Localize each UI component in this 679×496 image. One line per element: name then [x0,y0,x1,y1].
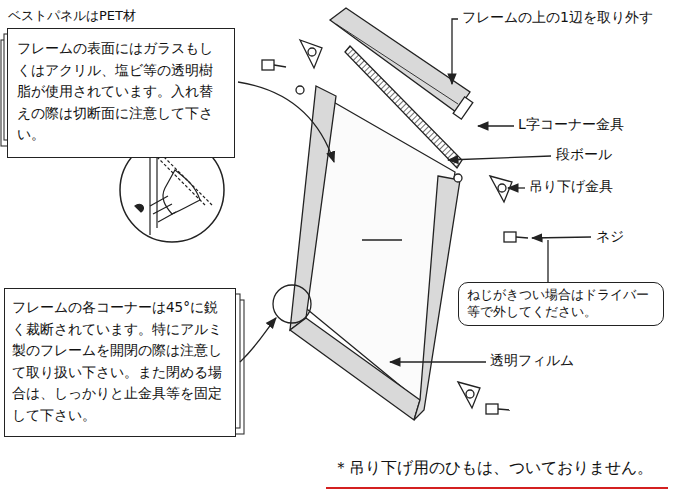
part-label: フレームの上の1辺を取り外す [462,9,653,27]
part-label: ＊吊り下げ用のひもは、ついておりません。 [333,459,653,478]
part-label: ネジ [596,228,624,246]
frame [290,8,473,420]
note-box: ねじがきつい場合はドライバー等で外してください。 [458,282,664,326]
note-text: フレームの表面にはガラスもしくはアクリル、塩ビ等の透明樹脂が使用されています。入… [17,38,225,146]
note-box: フレームの各コーナーは45°に鋭く裁断されています。特にアルミ製のフレームを開閉… [4,288,236,437]
note-text: フレームの各コーナーは45°に鋭く裁断されています。特にアルミ製のフレームを開閉… [12,297,228,426]
part-label: 段ボール [556,146,612,164]
part-label: 吊り下げ金具 [529,178,613,196]
part-label: 透明フィルム [490,352,574,369]
paper-stack [1,34,244,434]
note-box: フレームの表面にはガラスもしくはアクリル、塩ビ等の透明樹脂が使用されています。入… [7,28,235,158]
hanging-hardware [262,40,528,414]
note-text: ねじがきつい場合はドライバー等で外してください。 [467,286,655,320]
red-underline [326,487,668,489]
part-label: ベストパネルはPET材 [8,8,136,24]
part-label: L字コーナー金具 [518,116,624,134]
